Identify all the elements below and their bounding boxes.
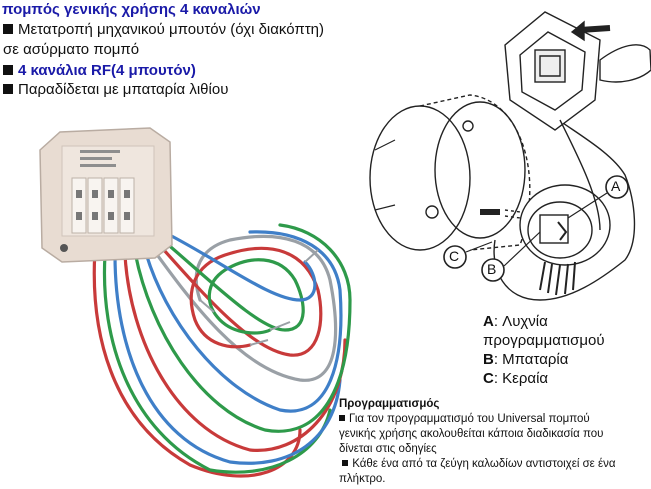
- square-bullet-icon: [3, 24, 13, 34]
- legend-b-text: : Μπαταρία: [493, 351, 569, 368]
- diagram-label-b: B: [487, 261, 497, 277]
- bullet-conversion-cont: σε ασύρματο πομπό: [3, 41, 140, 58]
- legend-a-key: A: [483, 313, 494, 330]
- square-bullet-icon: [3, 65, 13, 75]
- legend-c-key: C: [483, 370, 494, 387]
- wire-green-2: [133, 223, 352, 433]
- legend-c: C: Κεραία: [483, 369, 548, 388]
- programming-p2-line2: πλήκτρο.: [339, 473, 386, 485]
- bullet-channels-text: 4 κανάλια RF(4 μπουτόν): [18, 62, 196, 79]
- wire-end: [199, 299, 215, 313]
- wall-box-back: [369, 105, 471, 251]
- label-c-circle: [443, 245, 467, 269]
- programming-heading: Προγραμματισμός: [339, 398, 440, 410]
- wire-blue-2: [143, 230, 343, 413]
- terminal-slot: [119, 177, 135, 234]
- bullet-conversion-text: Μετατροπή μηχανικού μπουτόν (όχι διακόπτ…: [18, 21, 324, 38]
- legend-c-text: : Κεραία: [493, 370, 549, 387]
- installation-drawing: [369, 11, 651, 301]
- diagram-label-a: A: [611, 178, 621, 194]
- legend-a: A: Λυχνία: [483, 312, 548, 331]
- programming-p1-line1: Για τον προγραμματισμό του Universal πομ…: [349, 413, 590, 425]
- wire-red-3: [153, 238, 323, 357]
- legend-a-text: : Λυχνία: [493, 313, 548, 330]
- programming-p2-line1: Κάθε ένα από τα ζεύγη καλωδίων αντιστοιχ…: [352, 458, 616, 470]
- wire-end: [269, 321, 291, 331]
- programming-p1-line2: γενικής χρήσης ακολουθείται κάποια διαδι…: [339, 428, 604, 440]
- legend-b: B: Μπαταρία: [483, 350, 568, 369]
- wire-red-2: [123, 253, 347, 452]
- square-bullet-icon: [342, 460, 349, 466]
- wire-end: [249, 339, 269, 346]
- legend-b-key: B: [483, 351, 494, 368]
- wire-blue-1: [113, 253, 342, 465]
- bullet-conversion: Μετατροπή μηχανικού μπουτόν (όχι διακόπτ…: [3, 20, 324, 39]
- transmitter-module: [39, 127, 173, 263]
- wire-grey-1: [148, 234, 338, 382]
- bullet-channels: 4 κανάλια RF(4 μπουτόν): [3, 61, 196, 80]
- programming-p1-line3: δίνεται στις οδηγίες: [339, 443, 437, 455]
- finger-icon: [599, 44, 651, 83]
- terminal-slot: [87, 177, 103, 234]
- product-title: πομπός γενικής χρήσης 4 καναλιών: [2, 1, 261, 18]
- square-bullet-icon: [3, 84, 13, 94]
- wire-green-3: [156, 234, 305, 335]
- bullet-battery-text: Παραδίδεται με μπαταρία λιθίου: [18, 81, 229, 98]
- prog-button-icon: [60, 244, 68, 252]
- legend-a-cont: προγραμματισμού: [483, 332, 605, 349]
- wire-ends: [199, 249, 319, 346]
- wall-box-front: [434, 101, 526, 239]
- bullet-battery: Παραδίδεται με μπαταρία λιθίου: [3, 80, 228, 99]
- wire-bundle: [92, 223, 352, 478]
- push-arrow-icon: [579, 25, 611, 33]
- label-a-circle: [605, 175, 629, 199]
- terminal-slot: [103, 177, 119, 234]
- screw-icon: [425, 205, 439, 219]
- wire-blue-3: [158, 228, 317, 302]
- programming-notes: Προγραμματισμός Για τον προγραμματισμό τ…: [339, 397, 639, 487]
- square-bullet-icon: [339, 415, 345, 421]
- screw-icon: [462, 120, 474, 132]
- wire-green-1: [102, 253, 332, 474]
- diagram-label-c: C: [449, 248, 460, 264]
- antenna-wire: [493, 109, 636, 301]
- label-b-circle: [481, 258, 505, 282]
- wire-end: [304, 249, 319, 263]
- terminal-slot: [71, 177, 87, 234]
